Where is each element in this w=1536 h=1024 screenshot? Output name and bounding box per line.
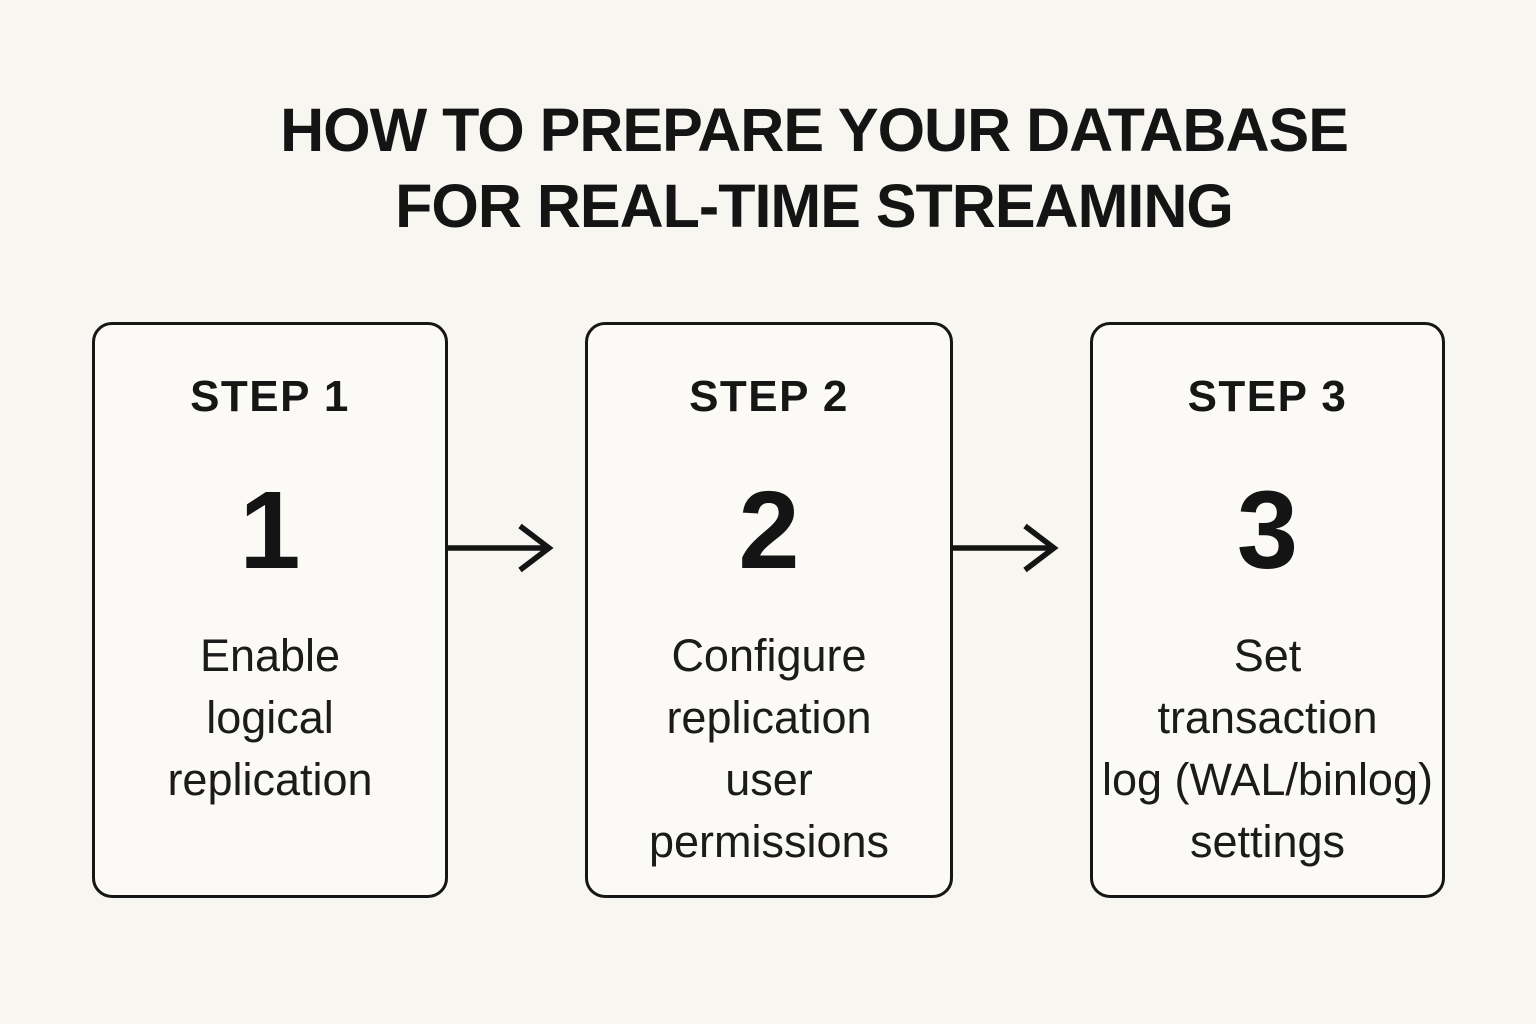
step-card-3: STEP 3 3 Set transaction log (WAL/binlog… bbox=[1090, 322, 1445, 898]
page-title: HOW TO PREPARE YOUR DATABASE FOR REAL-TI… bbox=[280, 96, 1349, 240]
step-3-label: STEP 3 bbox=[1187, 372, 1348, 421]
step-3-number: 3 bbox=[1236, 469, 1299, 592]
step-1-number: 1 bbox=[239, 469, 301, 592]
step-1-description: Enable logical replication bbox=[167, 630, 373, 805]
arrow-right-icon bbox=[953, 518, 1063, 578]
step-2-number: 2 bbox=[738, 469, 800, 592]
step-3-description: Set transaction log (WAL/binlog) setting… bbox=[1102, 630, 1433, 867]
step-card-1: STEP 1 1 Enable logical replication bbox=[92, 322, 448, 898]
step-2-label: STEP 2 bbox=[689, 372, 849, 421]
arrow-right-icon bbox=[448, 518, 558, 578]
step-2-description: Configure replication user permissions bbox=[648, 630, 890, 867]
step-1-label: STEP 1 bbox=[190, 372, 350, 421]
step-card-2: STEP 2 2 Configure replication user perm… bbox=[585, 322, 953, 898]
